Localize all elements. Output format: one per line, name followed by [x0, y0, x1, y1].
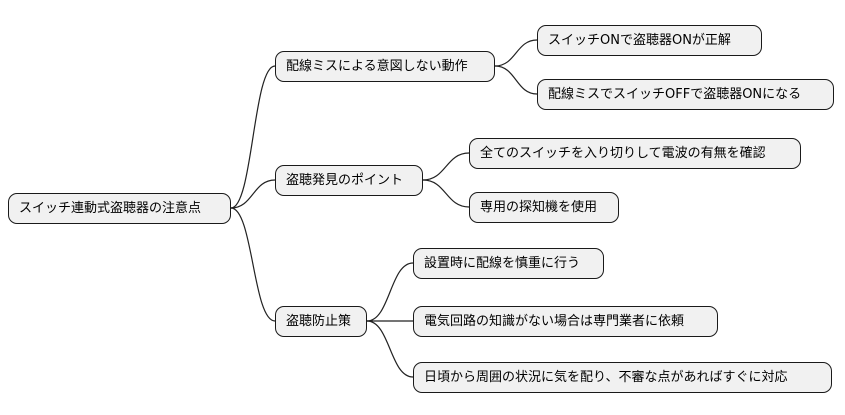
connector-root-to-branch-2 — [230, 179, 276, 209]
root-node: スイッチ連動式盗聴器の注意点 — [8, 193, 231, 224]
connector-root-to-branch-3 — [230, 207, 276, 322]
leaf-node-correct-behavior: スイッチONで盗聴器ONが正解 — [537, 25, 762, 56]
branch-node-misfire: 配線ミスによる意図しない動作 — [275, 51, 495, 82]
branch-node-prevention: 盗聴防止策 — [275, 306, 367, 337]
connector-branch-3-to-leaf-3 — [366, 320, 414, 378]
leaf-node-daily-vigilance: 日頃から周囲の状況に気を配り、不審な点があればすぐに対応 — [413, 362, 832, 393]
connector-branch-1-to-leaf-1 — [494, 39, 538, 67]
connector-branch-1-to-leaf-2 — [494, 65, 538, 95]
branch-node-detection: 盗聴発見のポイント — [275, 165, 423, 196]
connector-branch-2-to-leaf-2 — [422, 179, 470, 208]
leaf-node-detector: 専用の探知機を使用 — [469, 192, 619, 223]
leaf-node-hire-expert: 電気回路の知識がない場合は専門業者に依頼 — [413, 306, 718, 337]
leaf-node-switch-check: 全てのスイッチを入り切りして電波の有無を確認 — [469, 138, 801, 169]
leaf-node-wiring-error: 配線ミスでスイッチOFFで盗聴器ONになる — [537, 79, 834, 110]
connector-branch-2-to-leaf-1 — [422, 152, 470, 181]
connector-root-to-branch-1 — [230, 65, 276, 209]
connector-branch-3-to-leaf-1 — [366, 262, 414, 322]
leaf-node-careful-wiring: 設置時に配線を慎重に行う — [413, 248, 604, 279]
